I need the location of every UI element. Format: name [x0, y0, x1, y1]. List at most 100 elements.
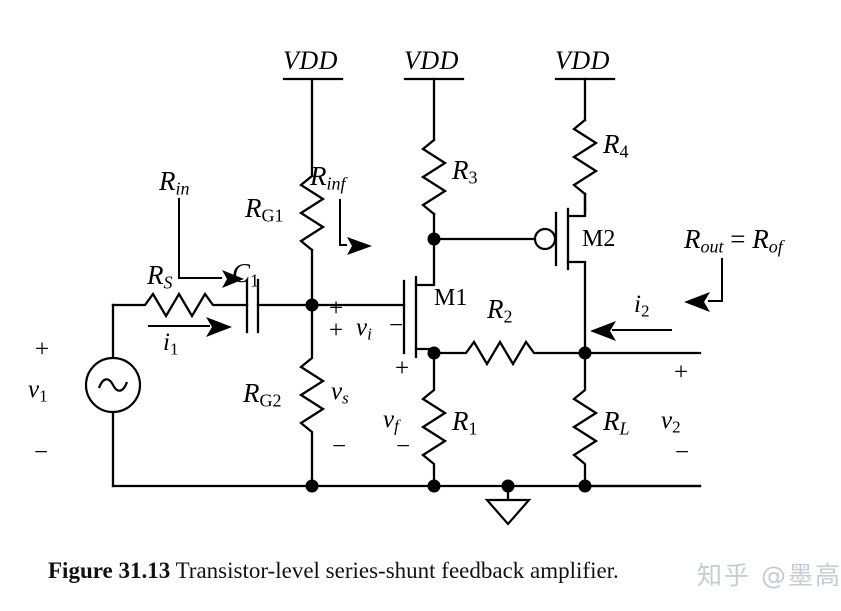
resistor-r3	[420, 138, 448, 241]
v2-minus-sign: −	[675, 439, 690, 466]
vs-minus-sign: −	[332, 433, 347, 460]
rg2-symbol: R	[243, 378, 260, 408]
component-label-rl: RL	[603, 408, 630, 438]
vs-subscript: s	[342, 388, 349, 408]
component-label-r3: R3	[452, 157, 478, 187]
rg1-subscript: G1	[261, 205, 284, 226]
v2-subscript: 2	[672, 417, 681, 437]
resistor-rg1	[298, 174, 326, 307]
vf-symbol: v	[383, 406, 395, 433]
rof-symbol: R	[752, 224, 769, 254]
component-label-r1: R1	[452, 408, 478, 438]
i1-symbol: i	[163, 329, 170, 356]
ground-symbol	[484, 484, 532, 526]
leader-rin	[178, 198, 244, 288]
v2-symbol: v	[661, 407, 673, 434]
transistor-m2	[533, 192, 587, 355]
component-label-r2: R2	[487, 296, 513, 326]
annotation-v2: v2	[661, 408, 681, 435]
vi-minus-sign: −	[389, 312, 404, 339]
rout-symbol: R	[684, 224, 701, 254]
component-label-rg1: RG1	[245, 195, 284, 225]
rin-subscript: in	[175, 178, 190, 199]
component-label-c1: C1	[232, 260, 259, 290]
figure-caption: Figure 31.13 Transistor-level series-shu…	[48, 558, 808, 584]
rout-equals: =	[723, 224, 753, 254]
vdd-label-3: VDD	[555, 46, 610, 75]
component-label-m1: M1	[434, 285, 468, 311]
vi-plus-sign: +	[329, 295, 344, 322]
annotation-vi: vi	[356, 315, 372, 342]
v2-plus-sign: +	[674, 359, 689, 386]
component-label-rs: RS	[147, 262, 173, 292]
caption-text: Transistor-level series-shunt feedback a…	[170, 558, 619, 583]
i1-subscript: 1	[169, 339, 179, 359]
capacitor-c1	[245, 278, 314, 334]
rin-symbol: R	[159, 166, 176, 196]
vi-subscript: i	[367, 324, 372, 344]
rl-subscript: L	[619, 418, 630, 439]
r2-subscript: 2	[503, 306, 513, 327]
rout-subscript: out	[700, 236, 724, 257]
r2-symbol: R	[487, 294, 504, 324]
gate-net-m1	[305, 298, 406, 312]
annotation-vf: vf	[383, 407, 399, 434]
rs-symbol: R	[147, 260, 164, 290]
annotation-i1: i1	[163, 330, 178, 357]
caption-label: Figure 31.13	[48, 558, 171, 583]
resistor-rl	[571, 351, 599, 488]
annotation-i2: i2	[634, 292, 649, 319]
rinf-symbol: R	[310, 161, 327, 191]
leader-rinf	[339, 199, 372, 255]
annotation-v1: v1	[28, 377, 48, 404]
vf-subscript: f	[394, 416, 399, 436]
rs-subscript: S	[163, 272, 173, 293]
resistor-rs	[111, 291, 249, 319]
v1-minus-sign: −	[34, 439, 49, 466]
rg2-subscript: G2	[259, 390, 282, 411]
annotation-rinf: Rinf	[310, 163, 346, 193]
v1-plus-sign: +	[35, 336, 50, 363]
leader-rout	[684, 258, 723, 312]
r4-subscript: 4	[619, 141, 629, 162]
feedback-net	[427, 339, 592, 367]
current-arrow-i2	[590, 321, 672, 341]
r3-subscript: 3	[468, 167, 478, 188]
vi-symbol: v	[356, 314, 368, 341]
r1-subscript: 1	[468, 418, 478, 439]
resistor-r1	[420, 351, 448, 488]
source-loop	[84, 303, 142, 488]
component-label-m2: M2	[582, 226, 616, 252]
vdd-label-2: VDD	[404, 46, 459, 75]
vdd-label-1: VDD	[283, 46, 338, 75]
rof-subscript: of	[768, 236, 783, 257]
rl-symbol: R	[603, 406, 620, 436]
vdd-rail-1	[282, 77, 344, 178]
r1-symbol: R	[452, 406, 469, 436]
vf-minus-sign: −	[396, 433, 411, 460]
ground-rail	[111, 479, 702, 493]
vdd-rail-2	[403, 77, 465, 142]
rinf-subscript: inf	[326, 173, 346, 194]
c1-subscript: 1	[250, 270, 260, 291]
vs-plus-sign: +	[329, 317, 344, 344]
r4-symbol: R	[603, 129, 620, 159]
annotation-vs: vs	[331, 379, 349, 406]
annotation-rin: Rin	[159, 168, 190, 198]
resistor-rg2	[298, 303, 326, 488]
current-arrow-i1	[148, 317, 232, 337]
i2-subscript: 2	[640, 301, 650, 321]
rg1-symbol: R	[245, 193, 262, 223]
v1-symbol: v	[28, 376, 40, 403]
vs-symbol: v	[331, 378, 343, 405]
v1-subscript: 1	[39, 386, 48, 406]
c1-symbol: C	[232, 258, 251, 288]
component-label-rg2: RG2	[243, 380, 282, 410]
i2-symbol: i	[634, 291, 641, 318]
r3-symbol: R	[452, 155, 469, 185]
transistor-m1	[402, 232, 441, 359]
component-label-r4: R4	[603, 131, 629, 161]
annotation-rout: Rout = Rof	[684, 226, 783, 256]
